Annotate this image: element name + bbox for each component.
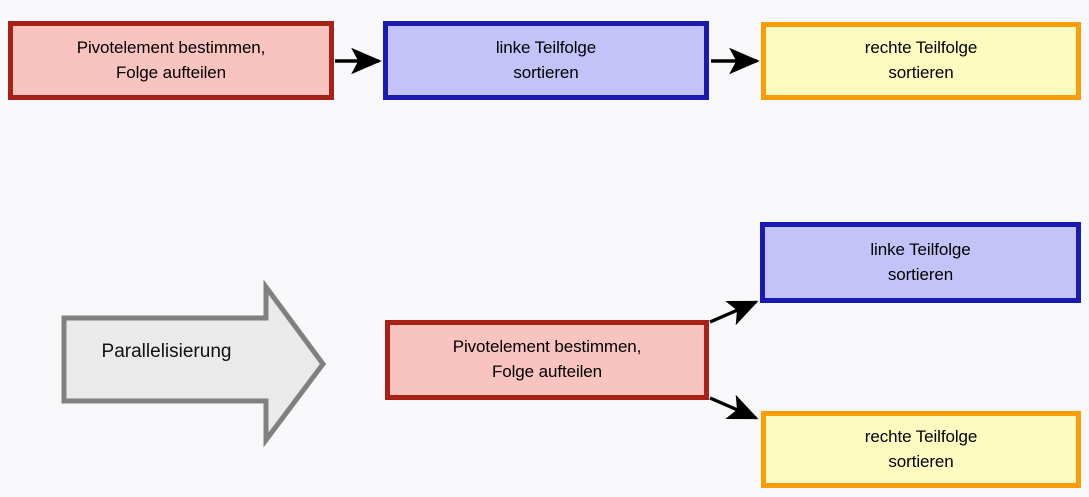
node-pivot-sequential[interactable]: Pivotelement bestimmen, Folge aufteilen xyxy=(8,21,334,100)
node-right-subsequence-sequential[interactable]: rechte Teilfolge sortieren xyxy=(761,22,1081,100)
parallelisierung-block-arrow xyxy=(61,280,327,448)
parallelisierung-label: Parallelisierung xyxy=(101,341,232,362)
node-right-subsequence-parallel[interactable]: rechte Teilfolge sortieren xyxy=(761,411,1081,488)
node-pivot-parallel[interactable]: Pivotelement bestimmen, Folge aufteilen xyxy=(385,320,709,400)
connector-bot-pivot-to-bot-right xyxy=(709,394,759,420)
node-left-subsequence-parallel[interactable]: linke Teilfolge sortieren xyxy=(760,222,1081,303)
connector-bot-pivot-to-bot-left xyxy=(709,300,759,326)
node-left-subsequence-sequential[interactable]: linke Teilfolge sortieren xyxy=(383,21,709,100)
